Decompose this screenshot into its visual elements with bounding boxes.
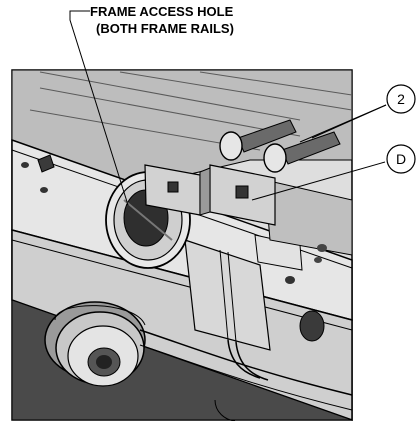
bolts: [219, 119, 341, 173]
access-hole-leader: [69, 10, 129, 206]
callout-line-1: FRAME ACCESS HOLE: [90, 4, 234, 19]
rail-round-hole: [299, 310, 325, 342]
callout-line-2: (BOTH FRAME RAILS): [96, 21, 234, 36]
bolt-upper: [219, 119, 297, 161]
round-hub: [44, 301, 146, 387]
rail-square-hole: [37, 154, 55, 173]
bolt-lower: [263, 131, 341, 173]
marker-d-leader: [251, 161, 386, 201]
marker-2-label: 2: [397, 91, 405, 107]
marker-2: 2: [386, 84, 416, 114]
clamp-brackets: [144, 164, 276, 226]
marker-d: D: [386, 144, 416, 174]
marker-d-label: D: [396, 151, 406, 167]
bracket-plate: [184, 239, 271, 351]
leader-lines: [69, 10, 387, 206]
